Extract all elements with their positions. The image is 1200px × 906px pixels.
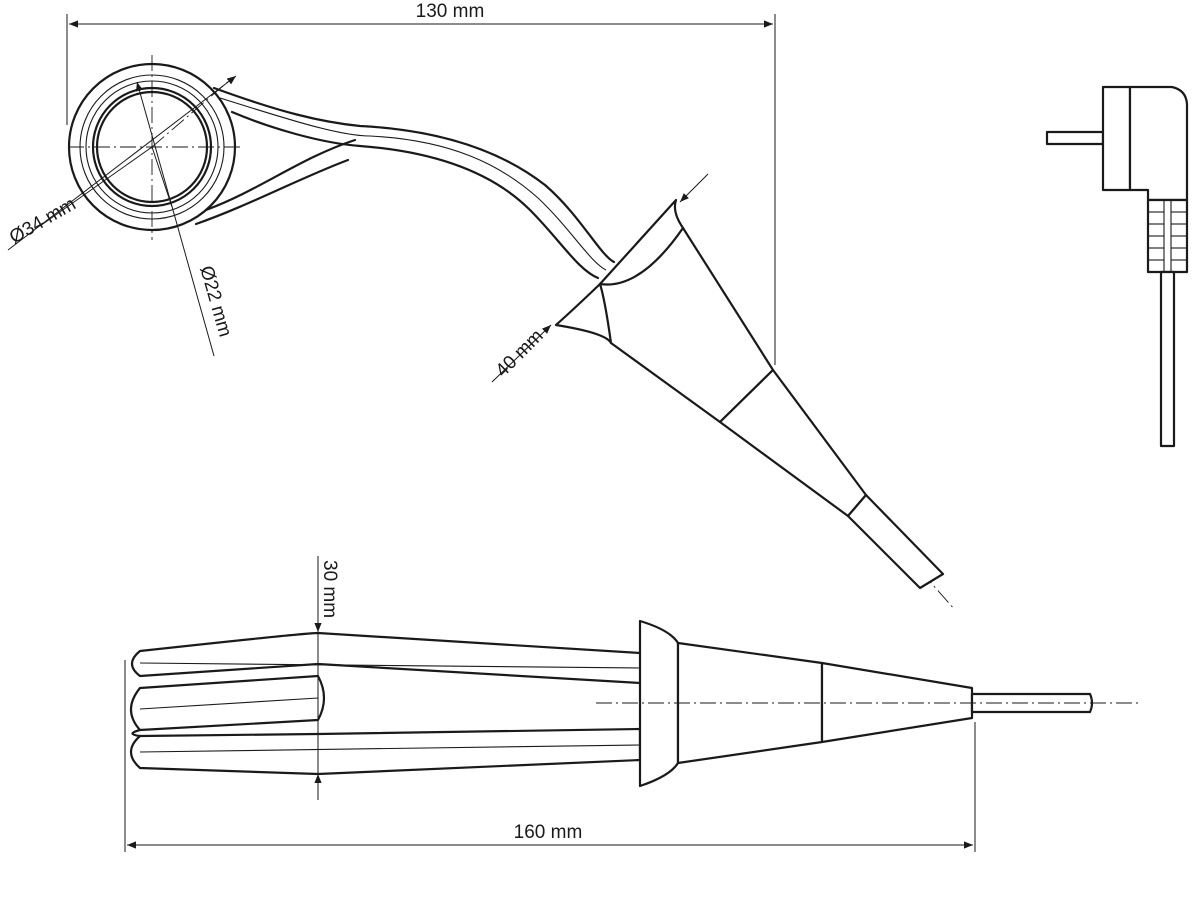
- dimension-label-160mm: 160 mm: [514, 822, 583, 843]
- dimension-160mm: 160 mm: [124, 660, 976, 852]
- handle: [554, 198, 945, 590]
- dimension-label-diameter-34mm: Ø34 mm: [6, 194, 80, 249]
- plug-pin: [1045, 130, 1105, 146]
- dimension-label-diameter-22mm: Ø22 mm: [195, 264, 235, 340]
- plug-view: [1045, 85, 1189, 448]
- side-handle: [638, 619, 1094, 788]
- plug-strain-relief: [1146, 198, 1189, 274]
- dimension-label-40mm: 40 mm: [492, 326, 548, 382]
- dimension-130mm: 130 mm: [66, 1, 776, 365]
- heating-coils: [129, 631, 642, 776]
- heating-tube: [194, 86, 616, 280]
- plug-body: [1101, 85, 1132, 192]
- dimension-label-130mm: 130 mm: [416, 1, 485, 22]
- side-view: 30 mm 160 mm: [124, 556, 1138, 852]
- dimension-label-30mm: 30 mm: [319, 560, 340, 618]
- plug-cable: [1159, 270, 1176, 448]
- top-view: 130 mm: [6, 1, 956, 611]
- dimension-30mm: 30 mm: [314, 556, 340, 800]
